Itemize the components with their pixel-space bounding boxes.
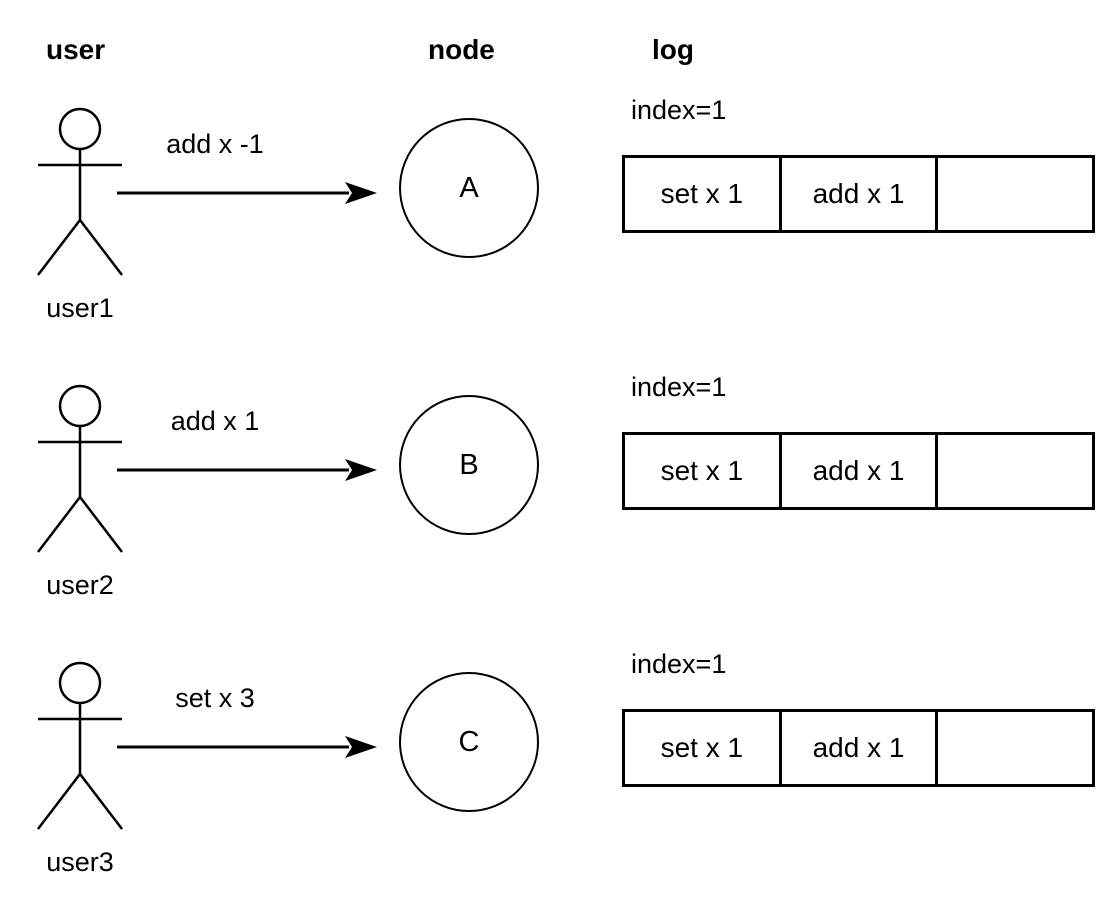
column-header-user: user xyxy=(46,34,106,65)
log-table: set x 1 add x 1 xyxy=(622,155,1095,233)
message-arrow-icon xyxy=(117,459,377,481)
log-index-label: index=1 xyxy=(631,95,727,125)
message-label: set x 3 xyxy=(175,683,255,713)
node-circle: A xyxy=(399,118,539,258)
stick-figure-user-icon xyxy=(37,661,123,830)
node-circle: C xyxy=(399,672,539,812)
log-index-label: index=1 xyxy=(631,649,727,679)
log-cell-empty xyxy=(938,158,1092,230)
node-label: A xyxy=(459,171,479,204)
log-cell-empty xyxy=(938,435,1092,507)
log-cell: add x 1 xyxy=(782,712,939,784)
actor-row-1: user1 add x -1 A index=1 set x 1 add x 1 xyxy=(0,85,1118,345)
message-arrow-icon xyxy=(117,182,377,204)
stick-figure-user-icon xyxy=(37,107,123,276)
actor-row-2: user2 add x 1 B index=1 set x 1 add x 1 xyxy=(0,362,1118,622)
log-table: set x 1 add x 1 xyxy=(622,709,1095,787)
stick-figure-user-icon xyxy=(37,384,123,553)
log-cell: set x 1 xyxy=(625,158,782,230)
user-name-label: user1 xyxy=(46,293,114,323)
node-label: C xyxy=(458,725,480,758)
log-index-label: index=1 xyxy=(631,372,727,402)
log-cell: add x 1 xyxy=(782,158,939,230)
user-name-label: user2 xyxy=(46,570,114,600)
user-name-label: user3 xyxy=(46,847,114,877)
node-label: B xyxy=(459,448,479,481)
node-circle: B xyxy=(399,395,539,535)
actor-row-3: user3 set x 3 C index=1 set x 1 add x 1 xyxy=(0,639,1118,899)
log-cell: set x 1 xyxy=(625,712,782,784)
column-header-log: log xyxy=(652,34,694,65)
message-label: add x 1 xyxy=(170,406,260,436)
column-header-node: node xyxy=(428,34,495,65)
log-cell: add x 1 xyxy=(782,435,939,507)
message-arrow-icon xyxy=(117,736,377,758)
message-label: add x -1 xyxy=(166,129,264,159)
log-cell-empty xyxy=(938,712,1092,784)
log-table: set x 1 add x 1 xyxy=(622,432,1095,510)
log-cell: set x 1 xyxy=(625,435,782,507)
